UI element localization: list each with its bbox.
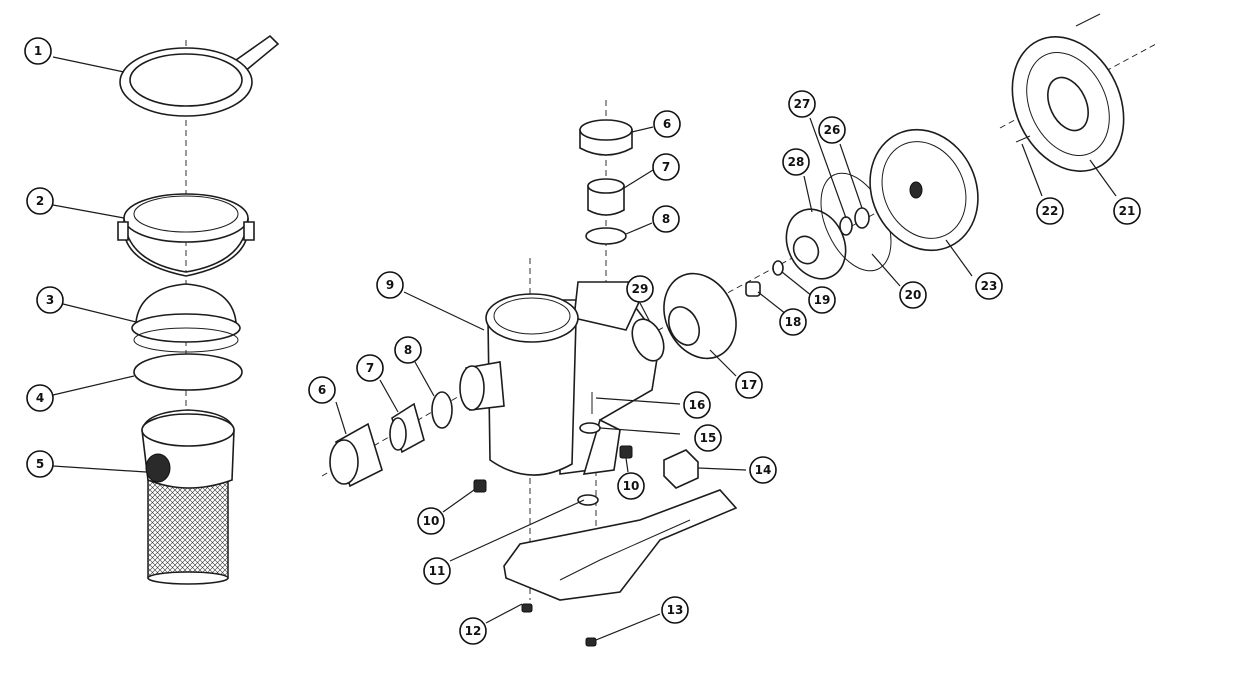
callout-6-top: 6 xyxy=(653,110,681,138)
svg-text:13: 13 xyxy=(667,603,684,617)
svg-text:14: 14 xyxy=(755,463,772,477)
svg-text:27: 27 xyxy=(794,97,811,111)
drain-plug-right xyxy=(619,445,633,459)
callout-9: 9 xyxy=(376,271,404,299)
callout-23: 23 xyxy=(975,272,1003,300)
callout-13: 13 xyxy=(661,596,689,624)
callout-6-side: 6 xyxy=(308,376,336,404)
callout-16: 16 xyxy=(683,391,711,419)
svg-text:17: 17 xyxy=(741,378,758,392)
svg-text:12: 12 xyxy=(465,624,482,638)
impeller-washer xyxy=(772,260,784,276)
callout-8-top: 8 xyxy=(652,205,680,233)
callout-18: 18 xyxy=(779,308,807,336)
svg-text:6: 6 xyxy=(318,383,326,397)
svg-text:18: 18 xyxy=(785,315,802,329)
callout-21: 21 xyxy=(1113,197,1141,225)
mechanical-seal-26 xyxy=(854,207,870,229)
svg-text:7: 7 xyxy=(366,361,374,375)
svg-text:5: 5 xyxy=(36,457,44,471)
diffuser-o-ring xyxy=(631,318,665,362)
top-tail-piece xyxy=(587,178,625,216)
svg-text:19: 19 xyxy=(814,293,831,307)
leader-lines xyxy=(52,56,1117,641)
svg-text:16: 16 xyxy=(689,398,706,412)
svg-text:22: 22 xyxy=(1042,204,1059,218)
callout-28: 28 xyxy=(782,148,810,176)
callout-22: 22 xyxy=(1036,197,1064,225)
bottom-washer xyxy=(577,494,599,506)
bracket-screw-top xyxy=(1075,13,1101,27)
callout-10-left: 10 xyxy=(417,507,445,535)
svg-text:9: 9 xyxy=(386,278,394,292)
callout-10-right: 10 xyxy=(617,472,645,500)
svg-text:10: 10 xyxy=(623,479,640,493)
lid-wrench-ring xyxy=(119,34,280,117)
svg-text:23: 23 xyxy=(981,279,998,293)
locking-ring xyxy=(117,193,255,277)
base-nut-left xyxy=(521,603,533,613)
side-union-nut xyxy=(329,422,383,488)
svg-text:15: 15 xyxy=(700,431,717,445)
callout-20: 20 xyxy=(899,281,927,309)
callout-19: 19 xyxy=(808,286,836,314)
top-union-nut xyxy=(579,119,633,156)
svg-text:4: 4 xyxy=(36,391,44,405)
callout-11: 11 xyxy=(423,557,451,585)
callout-14: 14 xyxy=(749,456,777,484)
svg-text:3: 3 xyxy=(46,293,54,307)
callout-8-side: 8 xyxy=(394,336,422,364)
svg-text:10: 10 xyxy=(423,514,440,528)
bracket-screw-bottom xyxy=(1015,135,1031,143)
base-nut-right xyxy=(585,637,597,647)
callout-2: 2 xyxy=(26,187,54,215)
callout-29: 29 xyxy=(626,275,654,303)
callout-1: 1 xyxy=(24,37,52,65)
transparent-lid xyxy=(131,283,241,353)
svg-text:29: 29 xyxy=(632,282,649,296)
mechanical-seal-27 xyxy=(839,216,853,236)
callout-17: 17 xyxy=(735,371,763,399)
callout-27: 27 xyxy=(788,90,816,118)
top-o-ring xyxy=(585,227,627,245)
strainer-assembly xyxy=(117,34,280,585)
callout-3: 3 xyxy=(36,286,64,314)
svg-text:1: 1 xyxy=(34,44,42,58)
callout-7-top: 7 xyxy=(652,153,680,181)
drain-plug-left xyxy=(473,479,487,493)
callout-4: 4 xyxy=(26,384,54,412)
svg-text:8: 8 xyxy=(404,343,412,357)
lid-o-ring xyxy=(133,353,243,391)
motor-bracket xyxy=(1011,36,1125,172)
motor-side-group xyxy=(631,13,1157,362)
impeller-nut xyxy=(745,281,761,297)
strainer-basket xyxy=(141,409,235,585)
callout-7-side: 7 xyxy=(356,354,384,382)
callout-26: 26 xyxy=(818,116,846,144)
svg-text:8: 8 xyxy=(662,212,670,226)
svg-text:20: 20 xyxy=(905,288,922,302)
callout-5: 5 xyxy=(26,450,54,478)
svg-text:26: 26 xyxy=(824,123,841,137)
callout-15: 15 xyxy=(694,424,722,452)
svg-text:28: 28 xyxy=(788,155,805,169)
side-tail-piece xyxy=(389,402,425,454)
side-o-ring xyxy=(431,391,453,429)
rubber-pad xyxy=(663,449,699,489)
svg-text:21: 21 xyxy=(1119,204,1136,218)
base-washer xyxy=(579,422,601,434)
svg-text:6: 6 xyxy=(663,117,671,131)
svg-text:7: 7 xyxy=(662,160,670,174)
callout-12: 12 xyxy=(459,617,487,645)
svg-text:11: 11 xyxy=(429,564,446,578)
pump-base xyxy=(503,489,738,601)
seal-plate xyxy=(869,128,979,252)
svg-text:2: 2 xyxy=(36,194,44,208)
pump-body-group xyxy=(321,100,738,647)
diffuser xyxy=(663,272,737,360)
